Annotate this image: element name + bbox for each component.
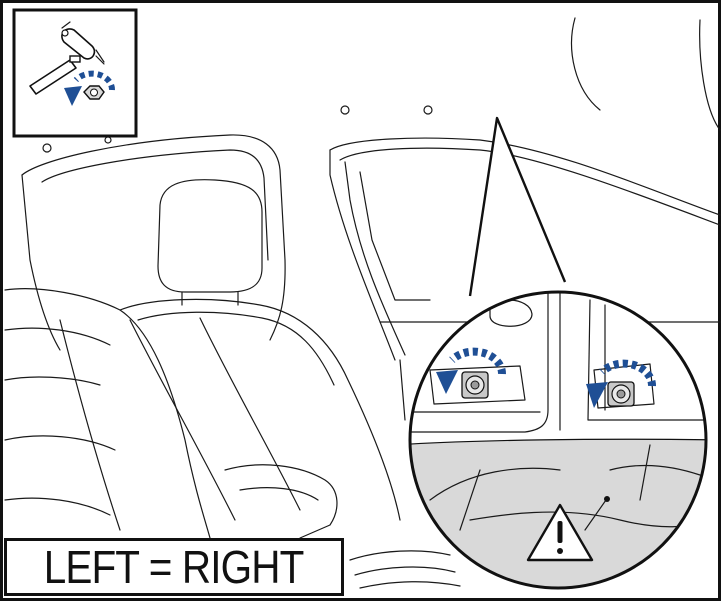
side-label-text: LEFT = RIGHT [44,544,304,590]
ratchet-loosen-icon [14,10,136,136]
bolt-right [608,382,634,406]
side-label-box: LEFT = RIGHT [4,538,344,596]
bolt-left [462,372,488,398]
